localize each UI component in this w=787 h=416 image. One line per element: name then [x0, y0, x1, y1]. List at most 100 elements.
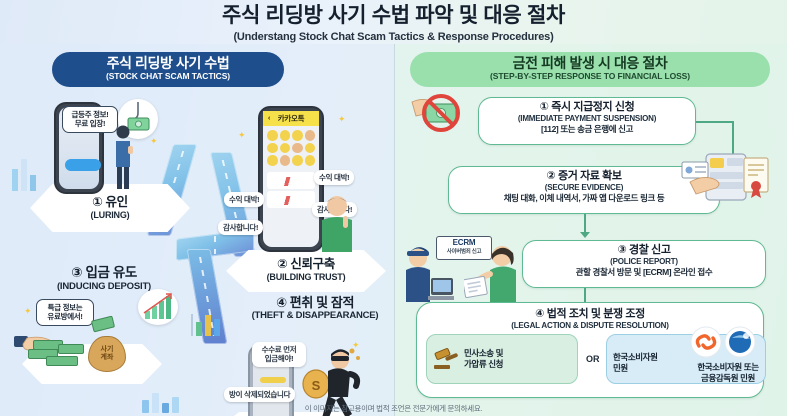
member-avatar: [304, 130, 315, 141]
response-2-title: ② 증거 자료 확보: [546, 170, 622, 182]
arrow-icon-2: [580, 232, 590, 238]
ecrm-sign-subtitle: 사이버범죄 신고: [446, 249, 482, 255]
member-avatar: [279, 155, 290, 166]
decorative-bar-chart-left: [10, 149, 44, 191]
response-1-detail: [112] 또는 송금 은행에 신고: [540, 124, 633, 135]
footer-disclaimer: 이 이미지는 참고용이며 법적 조언은 전문가에게 문의하세요.: [304, 404, 483, 413]
member-avatar: [267, 142, 278, 153]
decorative-bar-chart-center: [190, 306, 230, 340]
response-2-detail: 채팅 대화, 이체 내역서, 가짜 앱 다운로드 링크 등: [503, 193, 665, 204]
left-panel-tactics: 주식 리딩방 사기 수법 (STOCK CHAT SCAM TACTICS): [0, 44, 394, 416]
step-2-title-en: (BUILDING TRUST): [266, 271, 346, 282]
sack-label-line1: 사기: [100, 346, 114, 354]
scammer-person-trust: [318, 194, 356, 252]
step-4-title: ④ 편취 및 잠적: [275, 295, 355, 310]
page-subtitle: (Understang Stock Chat Scam Tactics & Re…: [233, 31, 554, 44]
option-box-civil-suit[interactable]: 민사소송 및 가압류 신청: [426, 334, 578, 384]
victim-person-luring: [112, 124, 134, 190]
payment-blocked-icon: [410, 92, 476, 148]
sack-label-line2: 계좌: [100, 354, 114, 361]
response-card-3: ③ 경찰 신고 (POLICE REPORT) 관할 경찰서 방문 및 [ECR…: [522, 240, 766, 288]
response-1-title: ① 즉시 지급정지 신청: [539, 101, 635, 113]
decorative-growth-chart: [138, 289, 178, 325]
sparkle-icon: ✦: [338, 114, 346, 124]
page-header: 주식 리딩방 사기 수법 파악 및 대응 절차 (Understang Stoc…: [0, 4, 787, 43]
bubble-fee-line1: 수수료 먼저: [261, 345, 297, 354]
bubble-thanks-left: 감사합니다!: [218, 220, 264, 236]
ecrm-sign-title: ECRM: [452, 238, 476, 247]
response-card-2: ② 증거 자료 확보 (SECURE EVIDENCE) 채팅 대화, 이체 내…: [448, 166, 720, 214]
member-avatar: [267, 155, 278, 166]
member-avatar: [292, 155, 303, 166]
sparkle-icon: ✦: [150, 136, 158, 146]
right-panel-header-pill: 금전 피해 발생 시 대응 절차 (STEP-BY-STEP RESPONSE …: [410, 52, 770, 87]
step-label-2: ② 신뢰구축 (BUILDING TRUST): [236, 257, 376, 283]
bubble-room-deleted: 방이 삭제되었습니다: [224, 387, 296, 403]
step-label-1: ① 유인 (LURING): [40, 195, 180, 221]
cash-stack: [58, 344, 84, 354]
kakao-back-icon: ‹: [268, 115, 271, 122]
victim-woman-reporting-icon: [462, 240, 526, 302]
response-card-1: ① 즉시 지급정지 신청 (IMMEDIATE PAYMENT SUSPENSI…: [478, 97, 696, 145]
bubble-lure-line2: 무료 입장!: [74, 119, 106, 129]
step-label-3: ③ 입금 유도 (INDUCING DEPOSIT): [24, 265, 184, 292]
page-title: 주식 리딩방 사기 수법 파악 및 대응 절차: [221, 4, 566, 27]
member-avatar: [304, 155, 315, 166]
bubble-fee-line2: 입금해야!: [264, 354, 294, 364]
decorative-bars-bottom: [140, 384, 184, 414]
sparkle-icon: ✦: [238, 130, 246, 140]
step-3-title: ③ 입금 유도: [71, 265, 137, 280]
connector-1-to-2: [696, 121, 734, 123]
member-avatar: [292, 142, 303, 153]
phone-screen-kakao: ‹ 카카오톡: [263, 111, 319, 247]
right-pill-title-en: (STEP-BY-STEP RESPONSE TO FINANCIAL LOSS…: [490, 71, 690, 82]
bubble-premium-line2: 유료방에서!: [47, 312, 83, 322]
bubble-fee-first: 수수료 먼저 입금해야!: [252, 342, 306, 367]
option-consumer-agency-caption: 한국소비자원 또는 금융감독원 민원: [697, 362, 759, 383]
step-3-title-en: (INDUCING DEPOSIT): [56, 280, 152, 292]
connector-1-to-2-vertical: [732, 121, 734, 159]
fake-profit-screenshot: [267, 190, 315, 208]
step-1-title-en: (LURING): [90, 209, 130, 220]
member-avatar: [304, 142, 315, 153]
response-3-title-en: (POLICE REPORT): [610, 256, 678, 266]
sparkle-icon: ✦: [24, 306, 32, 316]
panel-divider: [394, 44, 395, 416]
kakao-header: ‹ 카카오톡: [263, 111, 319, 126]
bubble-lure-line1: 급등주 정보!: [71, 110, 109, 119]
cash-bill-floating: [90, 315, 116, 333]
step-4-title-en: (THEFT & DISAPPEARANCE): [251, 310, 379, 322]
right-pill-title-ko: 금전 피해 발생 시 대응 절차: [512, 55, 668, 71]
bubble-premium-line1: 특급 정보는: [47, 303, 83, 312]
cash-stack: [46, 356, 78, 366]
svg-text:S: S: [312, 378, 321, 393]
phone-kakao: ‹ 카카오톡: [258, 106, 324, 252]
fake-profit-screenshot: [267, 171, 315, 189]
connector-3-to-4: [584, 288, 586, 304]
response-4-title-en: (LEGAL ACTION & DISPUTE RESOLUTION): [511, 320, 669, 330]
bubble-lure: 급등주 정보! 무료 입장!: [62, 106, 118, 133]
bubble-profit-left: 수익 대박!: [224, 192, 265, 208]
bubble-profit-right: 수익 대박!: [314, 170, 355, 186]
kakao-title: 카카오톡: [277, 114, 305, 123]
member-avatar: [279, 130, 290, 141]
police-officer-icon: [398, 240, 454, 302]
option-consumer-agency-label: 한국소비자원 민원: [613, 352, 658, 373]
step-label-4: ④ 편취 및 잠적 (THEFT & DISAPPEARANCE): [240, 295, 390, 322]
stage-step-1: [30, 184, 190, 232]
sparkle-icon: ✦: [352, 340, 360, 350]
fishing-hook-money-icon: [118, 99, 158, 139]
evidence-documents-icon: [680, 148, 772, 220]
left-pill-title-en: (STOCK CHAT SCAM TACTICS): [105, 71, 231, 82]
connector-2-to-3: [584, 214, 586, 234]
step-1-title: ① 유인: [92, 195, 128, 209]
kakao-member-grid: [263, 126, 319, 170]
option-civil-suit-label: 민사소송 및 가압류 신청: [464, 348, 504, 369]
member-avatar: [279, 142, 290, 153]
gavel-icon: [433, 347, 459, 369]
stage-step-2: [226, 250, 386, 292]
member-avatar: [267, 130, 278, 141]
thief-running-icon: S: [300, 344, 362, 416]
response-4-title: ④ 법적 조치 및 분쟁 조정: [535, 308, 645, 320]
